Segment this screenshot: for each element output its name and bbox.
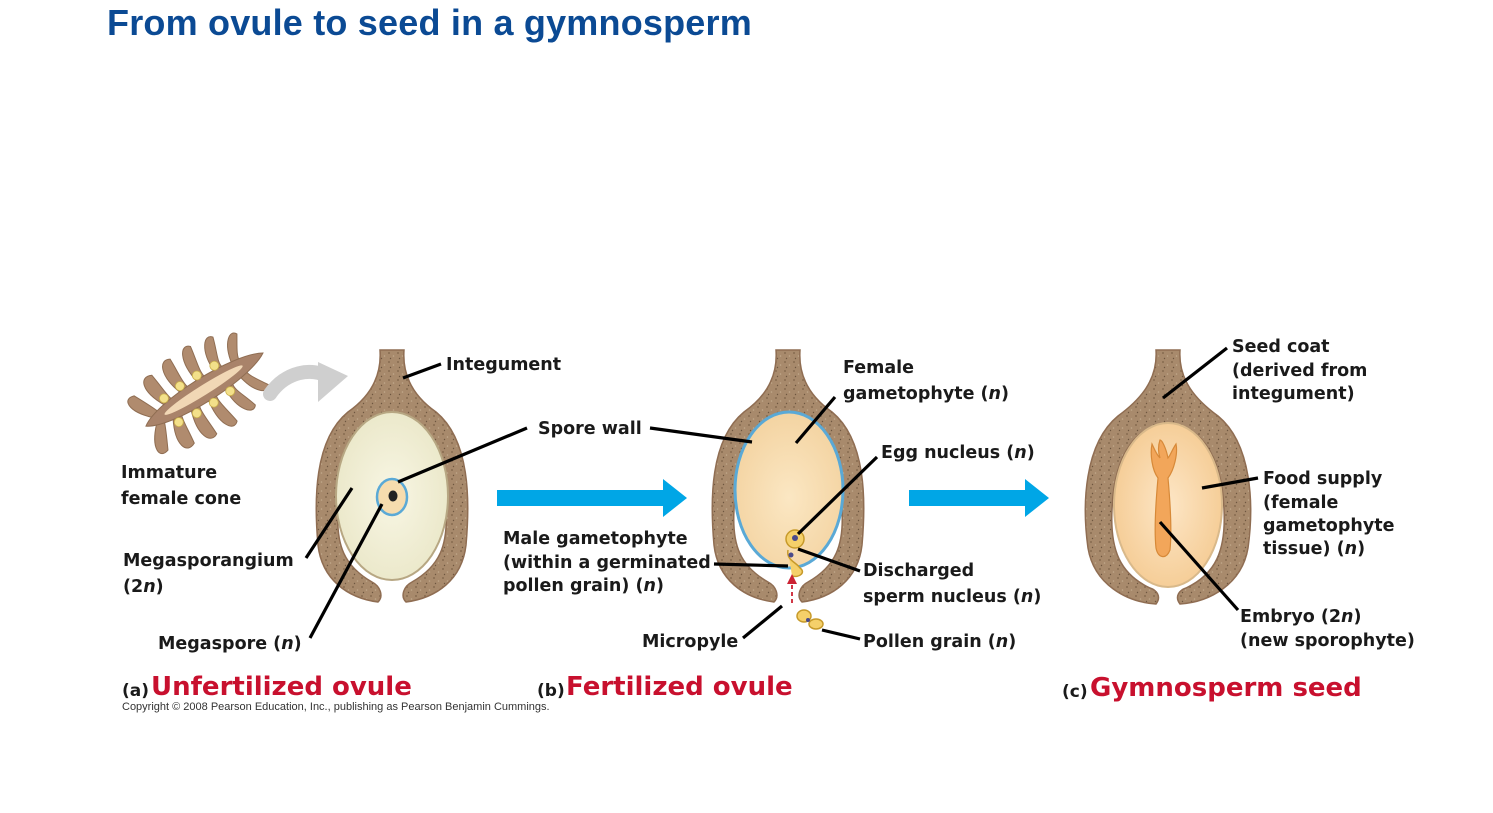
caption-b: (b) Fertilized ovule	[537, 672, 793, 702]
label-micropyle: Micropyle	[642, 632, 738, 652]
svg-text:pollen grain) (n): pollen grain) (n)	[503, 576, 664, 596]
page-title: From ovule to seed in a gymnosperm	[107, 2, 752, 43]
label-megaspore: Megaspore (n)	[158, 634, 302, 654]
svg-text:(within a germinated: (within a germinated	[503, 553, 711, 573]
label-immature-female-cone: Immature female cone	[121, 463, 241, 509]
fertilized-ovule	[711, 349, 865, 630]
svg-text:(2n): (2n)	[123, 577, 164, 597]
svg-text:Embryo (2n): Embryo (2n)	[1240, 607, 1362, 627]
pollen-grain	[796, 609, 824, 630]
unfertilized-ovule	[315, 349, 469, 603]
label-megasporangium: Megasporangium (2n)	[123, 551, 294, 597]
svg-text:Seed coat: Seed coat	[1232, 337, 1330, 357]
gymnosperm-seed	[1084, 349, 1252, 605]
svg-text:Immature: Immature	[121, 463, 217, 483]
label-pollen-grain: Pollen grain (n)	[863, 632, 1016, 652]
svg-text:(a): (a)	[122, 681, 149, 701]
svg-text:Gymnosperm seed: Gymnosperm seed	[1090, 673, 1362, 703]
label-discharged-sperm-nucleus: Discharged sperm nucleus (n)	[863, 561, 1041, 607]
label-spore-wall: Spore wall	[538, 419, 642, 439]
label-egg-nucleus: Egg nucleus (n)	[881, 443, 1035, 463]
immature-female-cone	[127, 332, 270, 455]
embryo	[1150, 439, 1178, 558]
svg-text:Female: Female	[843, 358, 914, 378]
process-arrow-2	[909, 479, 1049, 517]
megaspore-nucleus	[388, 490, 398, 502]
svg-text:(derived from: (derived from	[1232, 361, 1367, 381]
label-integument: Integument	[446, 355, 561, 375]
caption-a: (a) Unfertilized ovule	[122, 672, 412, 702]
svg-text:gametophyte: gametophyte	[1263, 516, 1395, 536]
svg-text:Fertilized ovule: Fertilized ovule	[566, 672, 793, 702]
svg-text:Megasporangium: Megasporangium	[123, 551, 294, 571]
leader-lines	[304, 346, 1259, 641]
svg-text:Discharged: Discharged	[863, 561, 974, 581]
svg-text:tissue) (n): tissue) (n)	[1263, 539, 1365, 559]
label-female-gametophyte: Female gametophyte (n)	[843, 358, 1009, 404]
svg-text:sperm nucleus (n): sperm nucleus (n)	[863, 587, 1041, 607]
svg-text:Male gametophyte: Male gametophyte	[503, 529, 688, 549]
svg-text:integument): integument)	[1232, 384, 1355, 404]
svg-text:(new sporophyte): (new sporophyte)	[1240, 631, 1415, 651]
label-food-supply: Food supply (female gametophyte tissue) …	[1263, 469, 1395, 559]
label-male-gametophyte: Male gametophyte (within a germinated po…	[503, 529, 711, 596]
label-embryo: Embryo (2n) (new sporophyte)	[1240, 607, 1415, 651]
svg-text:(female: (female	[1263, 493, 1339, 513]
svg-text:(b): (b)	[537, 681, 565, 701]
cone-to-ovule-arrow	[263, 362, 348, 402]
discharged-sperm-nucleus	[787, 549, 804, 578]
svg-text:Food supply: Food supply	[1263, 469, 1383, 489]
svg-text:(c): (c)	[1062, 682, 1088, 702]
svg-text:female cone: female cone	[121, 489, 241, 509]
svg-text:gametophyte (n): gametophyte (n)	[843, 384, 1009, 404]
caption-c: (c) Gymnosperm seed	[1062, 673, 1362, 703]
process-arrow-1	[497, 479, 687, 517]
copyright-notice: Copyright © 2008 Pearson Education, Inc.…	[122, 701, 550, 713]
label-seed-coat: Seed coat (derived from integument)	[1232, 337, 1367, 404]
svg-text:Unfertilized ovule: Unfertilized ovule	[151, 672, 412, 702]
